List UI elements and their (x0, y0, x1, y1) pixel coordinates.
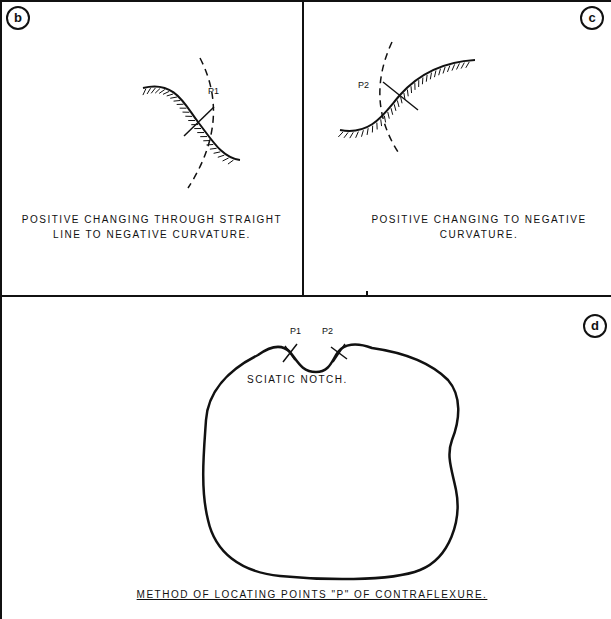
cross-mark (283, 344, 297, 362)
panel: POSITIVE CHANGING THROUGH STRAIGHT LINE … (2, 2, 302, 295)
panel-letter-text: c (588, 11, 595, 25)
panel-letter: b (6, 6, 30, 30)
bone-outline (203, 345, 458, 580)
normal-line (383, 82, 418, 110)
dashed-arc (188, 58, 213, 188)
cross-mark (331, 344, 347, 362)
curve (340, 60, 475, 131)
hatching (143, 62, 469, 164)
point-label: P1 (290, 326, 301, 336)
panel: METHOD OF LOCATING POINTS "P" OF CONTRAF… (2, 297, 611, 619)
curve (143, 86, 240, 160)
dashed-arc (380, 42, 398, 152)
point-label: P1 (208, 86, 219, 96)
point-label: P2 (358, 80, 369, 90)
panel-letter-text: d (591, 319, 599, 333)
normal-line (184, 107, 214, 136)
panel-letter: c (580, 6, 604, 30)
panel-letter-text: b (14, 11, 22, 25)
notch-label: SCIATIC NOTCH. (247, 374, 348, 385)
panel: POSITIVE CHANGING TO NEGATIVE CURVATURE.… (304, 2, 611, 295)
caption: POSITIVE CHANGING TO NEGATIVE CURVATURE. (354, 212, 604, 242)
caption: POSITIVE CHANGING THROUGH STRAIGHT LINE … (12, 212, 292, 242)
panel-letter: d (583, 314, 607, 338)
point-label: P2 (322, 326, 333, 336)
caption: METHOD OF LOCATING POINTS "P" OF CONTRAF… (102, 587, 522, 602)
